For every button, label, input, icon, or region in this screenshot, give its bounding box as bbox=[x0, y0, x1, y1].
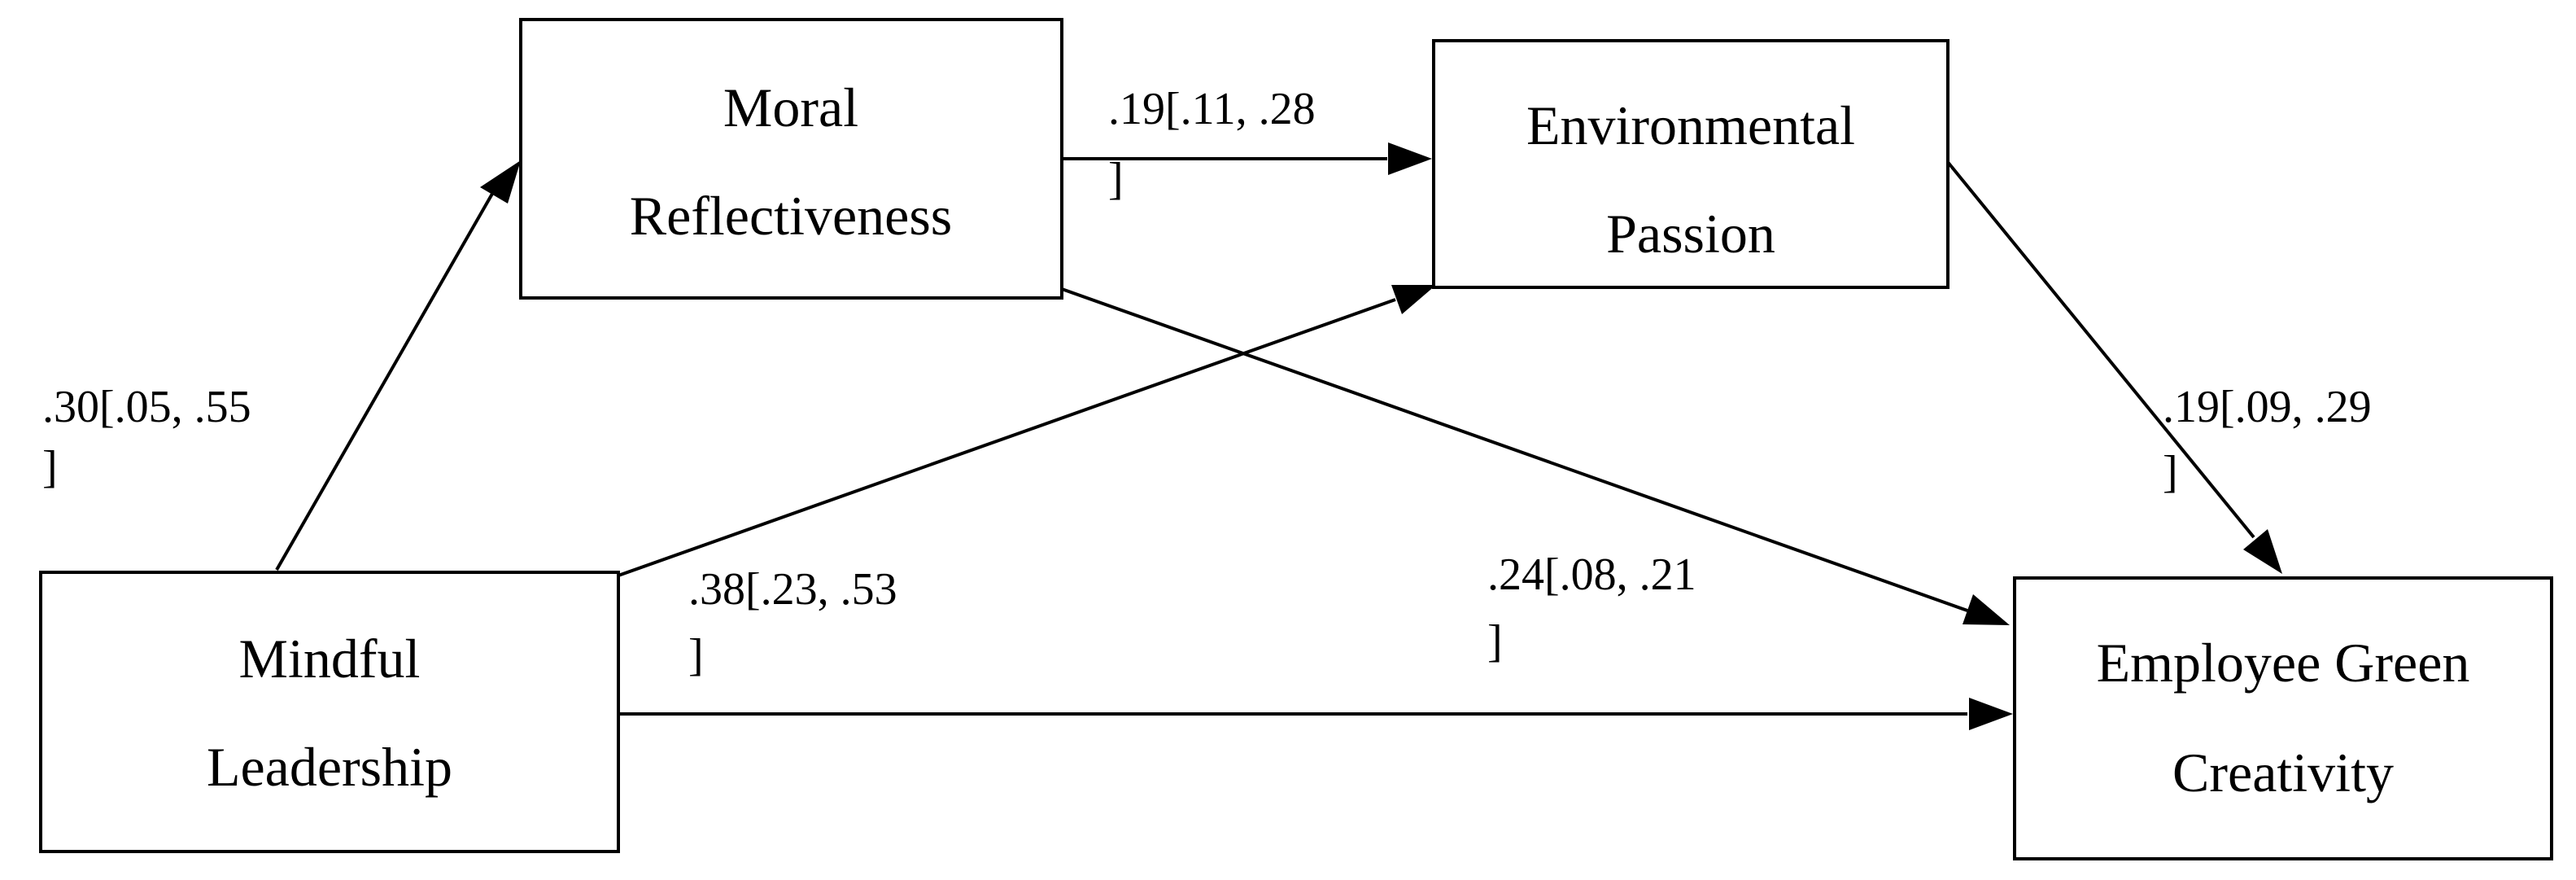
node-label-line1: Environmental bbox=[1526, 94, 1855, 156]
coef-mindful-to-env: .38[.23, .53 ] bbox=[688, 564, 897, 681]
node-environmental-passion: Environmental Passion bbox=[1432, 39, 1949, 289]
node-label-line2: Passion bbox=[1606, 203, 1775, 265]
coef-bracket: ] bbox=[688, 630, 704, 681]
arrowhead-creativity-top bbox=[2243, 529, 2282, 574]
node-mindful-leadership: Mindful Leadership bbox=[39, 571, 620, 853]
arrowhead-creativity-middle bbox=[1969, 698, 2013, 730]
node-label-line1: Employee Green bbox=[2097, 632, 2470, 694]
arrow-mindful-to-env bbox=[618, 298, 1396, 577]
arrow-moral-to-creativity bbox=[1061, 287, 1968, 612]
coef-value: .19[.11, .28 bbox=[1108, 84, 1316, 134]
coef-moral-to-env: .19[.11, .28 ] bbox=[1108, 84, 1316, 204]
coef-value: .38[.23, .53 bbox=[688, 564, 897, 615]
node-label-line2: Reflectiveness bbox=[630, 185, 953, 247]
coef-env-to-creativity: .19[.09, .29 ] bbox=[2163, 382, 2372, 497]
node-label-line2: Creativity bbox=[2172, 742, 2394, 803]
coef-moral-to-creativity: .24[.08, .21 ] bbox=[1487, 549, 1696, 667]
arrow-env-to-creativity bbox=[1945, 160, 2255, 539]
arrowhead-creativity-upper bbox=[1963, 594, 2010, 625]
node-label-line1: Moral bbox=[723, 77, 858, 138]
coef-value: .19[.09, .29 bbox=[2163, 382, 2372, 432]
coef-bracket: ] bbox=[42, 442, 58, 493]
coef-bracket: ] bbox=[2163, 447, 2178, 497]
node-moral-reflectiveness: Moral Reflectiveness bbox=[519, 18, 1063, 300]
arrowhead-env-top bbox=[1388, 142, 1432, 175]
coef-mindful-to-moral: .30[.05, .55 ] bbox=[42, 382, 251, 493]
node-label-line2: Leadership bbox=[207, 736, 452, 798]
arrowhead-moral bbox=[480, 160, 521, 204]
coef-value: .30[.05, .55 bbox=[42, 382, 251, 432]
arrows bbox=[275, 142, 2282, 730]
arrowhead-env-bottom bbox=[1391, 285, 1436, 314]
node-employee-green-creativity: Employee Green Creativity bbox=[2013, 576, 2553, 860]
arrow-mindful-to-moral bbox=[275, 193, 494, 571]
coef-value: .24[.08, .21 bbox=[1487, 549, 1696, 600]
coef-bracket: ] bbox=[1108, 154, 1124, 204]
node-label-line1: Mindful bbox=[239, 628, 421, 690]
coef-bracket: ] bbox=[1487, 616, 1503, 667]
